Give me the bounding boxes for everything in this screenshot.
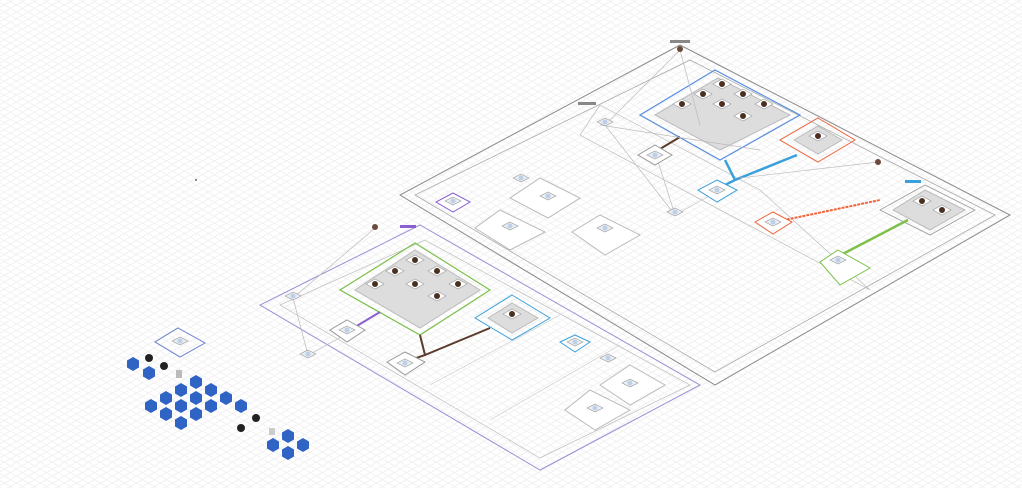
node-box-green — [819, 249, 872, 286]
node-box-green — [571, 214, 642, 256]
region-right-inner[interactable] — [414, 59, 996, 373]
database-icon[interactable] — [176, 370, 182, 378]
user-icon — [875, 159, 881, 165]
user-icon — [677, 46, 683, 52]
user-icon — [372, 224, 378, 230]
instance-icon[interactable] — [145, 354, 260, 432]
database-icon[interactable] — [269, 428, 275, 435]
subnet-right-upper[interactable] — [579, 104, 871, 291]
connection-lines — [599, 49, 909, 260]
cluster-right[interactable] — [879, 184, 976, 236]
dot-marker — [195, 179, 197, 181]
region-left-outer[interactable] — [258, 224, 702, 471]
small-group-box[interactable] — [154, 327, 207, 358]
region-right-outer[interactable] — [398, 44, 1012, 386]
region-left-inner[interactable] — [279, 239, 691, 459]
cluster-orange[interactable] — [779, 117, 856, 163]
hexagon-node-icon[interactable] — [127, 357, 309, 460]
cluster-blue[interactable] — [638, 69, 802, 161]
region-label — [670, 40, 690, 43]
cluster-blue-left[interactable] — [474, 294, 551, 341]
region-label — [578, 102, 596, 105]
